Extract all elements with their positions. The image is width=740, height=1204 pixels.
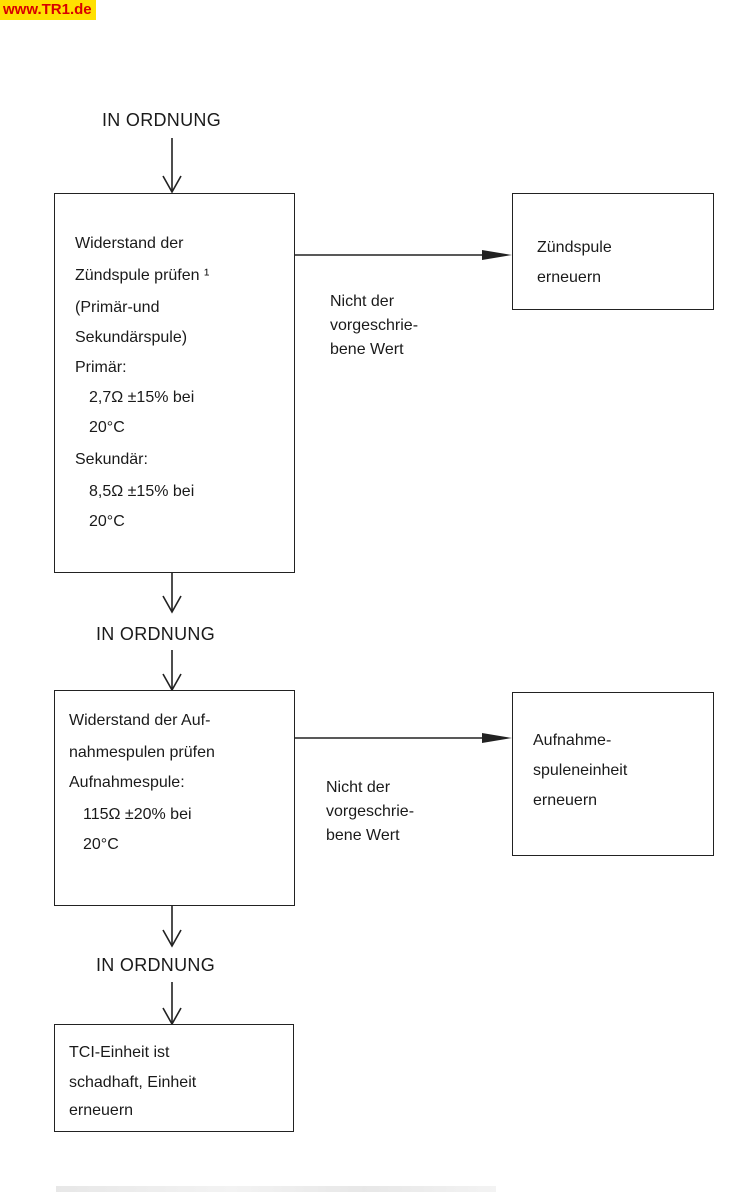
replace-pickup-unit-box: Aufnahme- spuleneinheit erneuern	[512, 692, 714, 856]
note1-line: bene Wert	[330, 341, 404, 358]
wrong-value-note-1: Nicht der vorgeschrie- bene Wert	[330, 290, 418, 362]
wrong-value-note-2: Nicht der vorgeschrie- bene Wert	[326, 776, 414, 848]
watermark: www.TR1.de	[0, 0, 96, 20]
ok-label-1: IN ORDNUNG	[102, 110, 221, 130]
box5-line: erneuern	[69, 1102, 134, 1119]
note2-line: bene Wert	[326, 827, 400, 844]
box3-line: 20°C	[83, 836, 119, 853]
box3-line: nahmespulen prüfen	[69, 744, 215, 761]
box1-line: Widerstand der	[75, 235, 184, 252]
note1-line: vorgeschrie-	[330, 317, 419, 334]
box2-line: Zündspule	[537, 239, 612, 256]
box4-line: erneuern	[533, 792, 598, 809]
box1-line: 20°C	[89, 419, 125, 436]
box4-line: Aufnahme-	[533, 732, 612, 749]
tci-unit-faulty-box: TCI-Einheit ist schadhaft, Einheit erneu…	[54, 1024, 294, 1132]
note2-line: vorgeschrie-	[326, 803, 415, 820]
box5-line: TCI-Einheit ist	[69, 1044, 170, 1061]
coil-resistance-check-box: Widerstand der Zündspule prüfen ¹ (Primä…	[54, 193, 295, 573]
pickup-coil-check-box: Widerstand der Auf- nahmespulen prüfen A…	[54, 690, 295, 906]
box1-line: (Primär-und	[75, 299, 160, 316]
ok-label-3: IN ORDNUNG	[96, 955, 215, 975]
box4-line: spuleneinheit	[533, 762, 628, 779]
note1-line: Nicht der	[330, 293, 395, 310]
scan-smudge	[56, 1186, 496, 1192]
box3-line: Widerstand der Auf-	[69, 712, 211, 729]
box3-line: Aufnahmespule:	[69, 774, 185, 791]
box1-line: 20°C	[89, 513, 125, 530]
box5-line: schadhaft, Einheit	[69, 1074, 197, 1091]
box1-line: Primär:	[75, 359, 127, 376]
note2-line: Nicht der	[326, 779, 391, 796]
ok-label-2: IN ORDNUNG	[96, 624, 215, 644]
box1-line: Sekundär:	[75, 451, 148, 468]
box3-line: 115Ω ±20% bei	[83, 806, 192, 823]
box1-line: 8,5Ω ±15% bei	[89, 483, 195, 500]
box1-line: 2,7Ω ±15% bei	[89, 389, 195, 406]
box2-line: erneuern	[537, 269, 602, 286]
replace-coil-box: Zündspule erneuern	[512, 193, 714, 310]
box1-line: Sekundärspule)	[75, 329, 188, 346]
box1-line: Zündspule prüfen ¹	[75, 267, 210, 284]
